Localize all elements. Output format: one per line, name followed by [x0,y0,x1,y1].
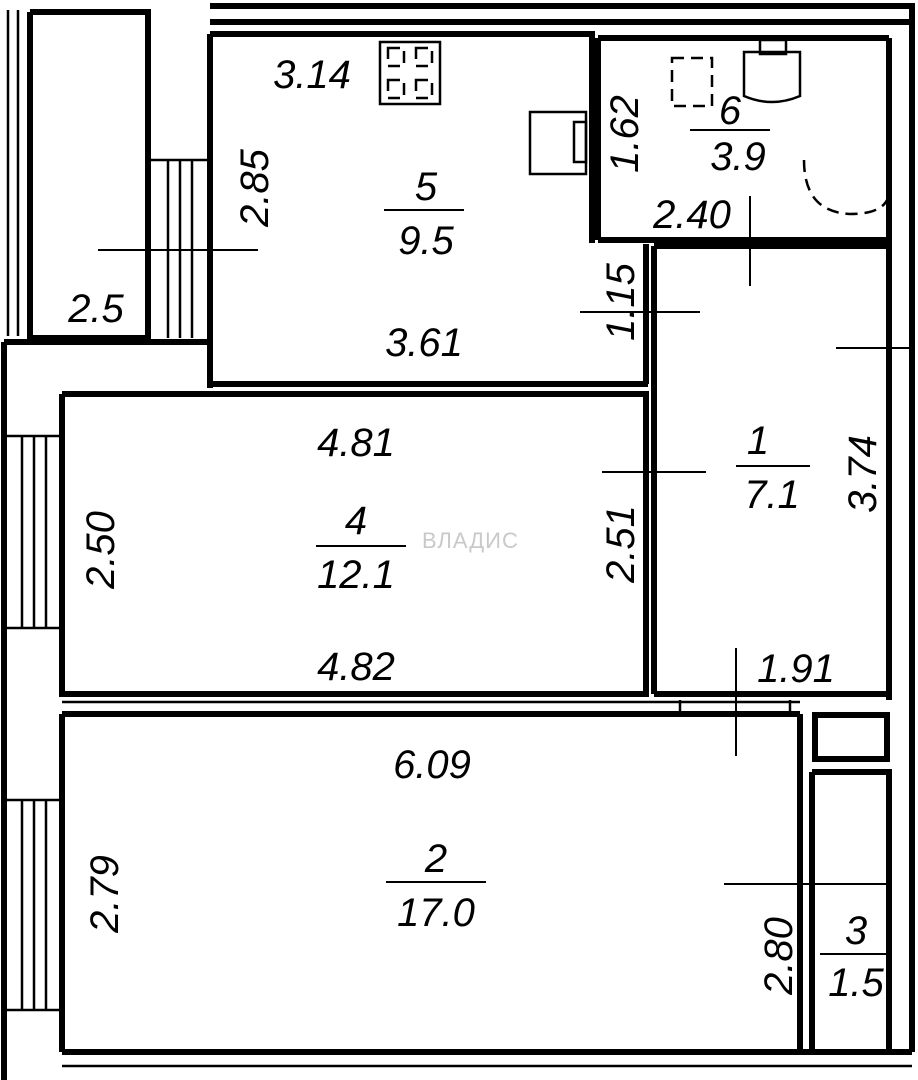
dim-room4-bottom: 4.82 [317,645,395,689]
dim-kitchen-side: 2.85 [233,148,277,228]
room-5-number: 5 [415,165,438,209]
room-2-label: 2 17.0 [386,837,486,935]
room-1-label: 1 7.1 [736,419,810,517]
dim-room2-top: 6.09 [393,743,471,787]
watermark-text: ВЛАДИС [422,528,519,553]
room-6-number: 6 [719,89,742,133]
dim-room4-left: 2.50 [79,511,123,590]
room-3-area: 1.5 [828,961,884,1005]
dim-room2-left: 2.79 [83,855,127,934]
dim-kitchen-top: 3.14 [273,53,351,97]
watermark: ВЛАДИС [422,528,519,553]
dim-room4-top: 4.81 [317,421,395,465]
fixtures [378,38,890,216]
dim-hall-side: 3.74 [841,435,885,513]
room-3-number: 3 [845,909,867,953]
room-1-number: 1 [747,419,769,463]
room-3-label: 3 1.5 [820,909,888,1005]
room-2-number: 2 [424,837,447,881]
dim-bath-bottom: 2.40 [652,193,731,237]
room-4-area: 12.1 [317,553,395,597]
dim-hall-bottom: 1.91 [757,647,835,691]
dimension-labels: 2.5 3.14 2.85 3.61 1.15 1.62 2.40 4.81 2… [67,53,885,996]
dim-kitchen-passage: 1.15 [599,262,643,341]
room-labels: 5 9.5 6 3.9 1 7.1 4 12.1 2 17.0 3 1.5 [316,89,888,1005]
dimension-lines [98,196,914,885]
dim-room4-right: 2.51 [599,505,643,584]
walls [1,3,915,1080]
room-5-label: 5 9.5 [384,165,464,263]
room-4-number: 4 [345,499,367,543]
dim-room2-right: 2.80 [757,917,801,996]
room-5-area: 9.5 [398,219,454,263]
room-6-area: 3.9 [710,135,766,179]
dim-bath-side: 1.62 [603,95,647,173]
room-1-area: 7.1 [744,473,800,517]
dim-balcony-width: 2.5 [67,287,124,331]
room-4-label: 4 12.1 [316,499,406,597]
room-6-label: 6 3.9 [690,89,770,179]
dim-kitchen-bottom: 3.61 [385,321,463,365]
room-2-area: 17.0 [397,891,475,935]
